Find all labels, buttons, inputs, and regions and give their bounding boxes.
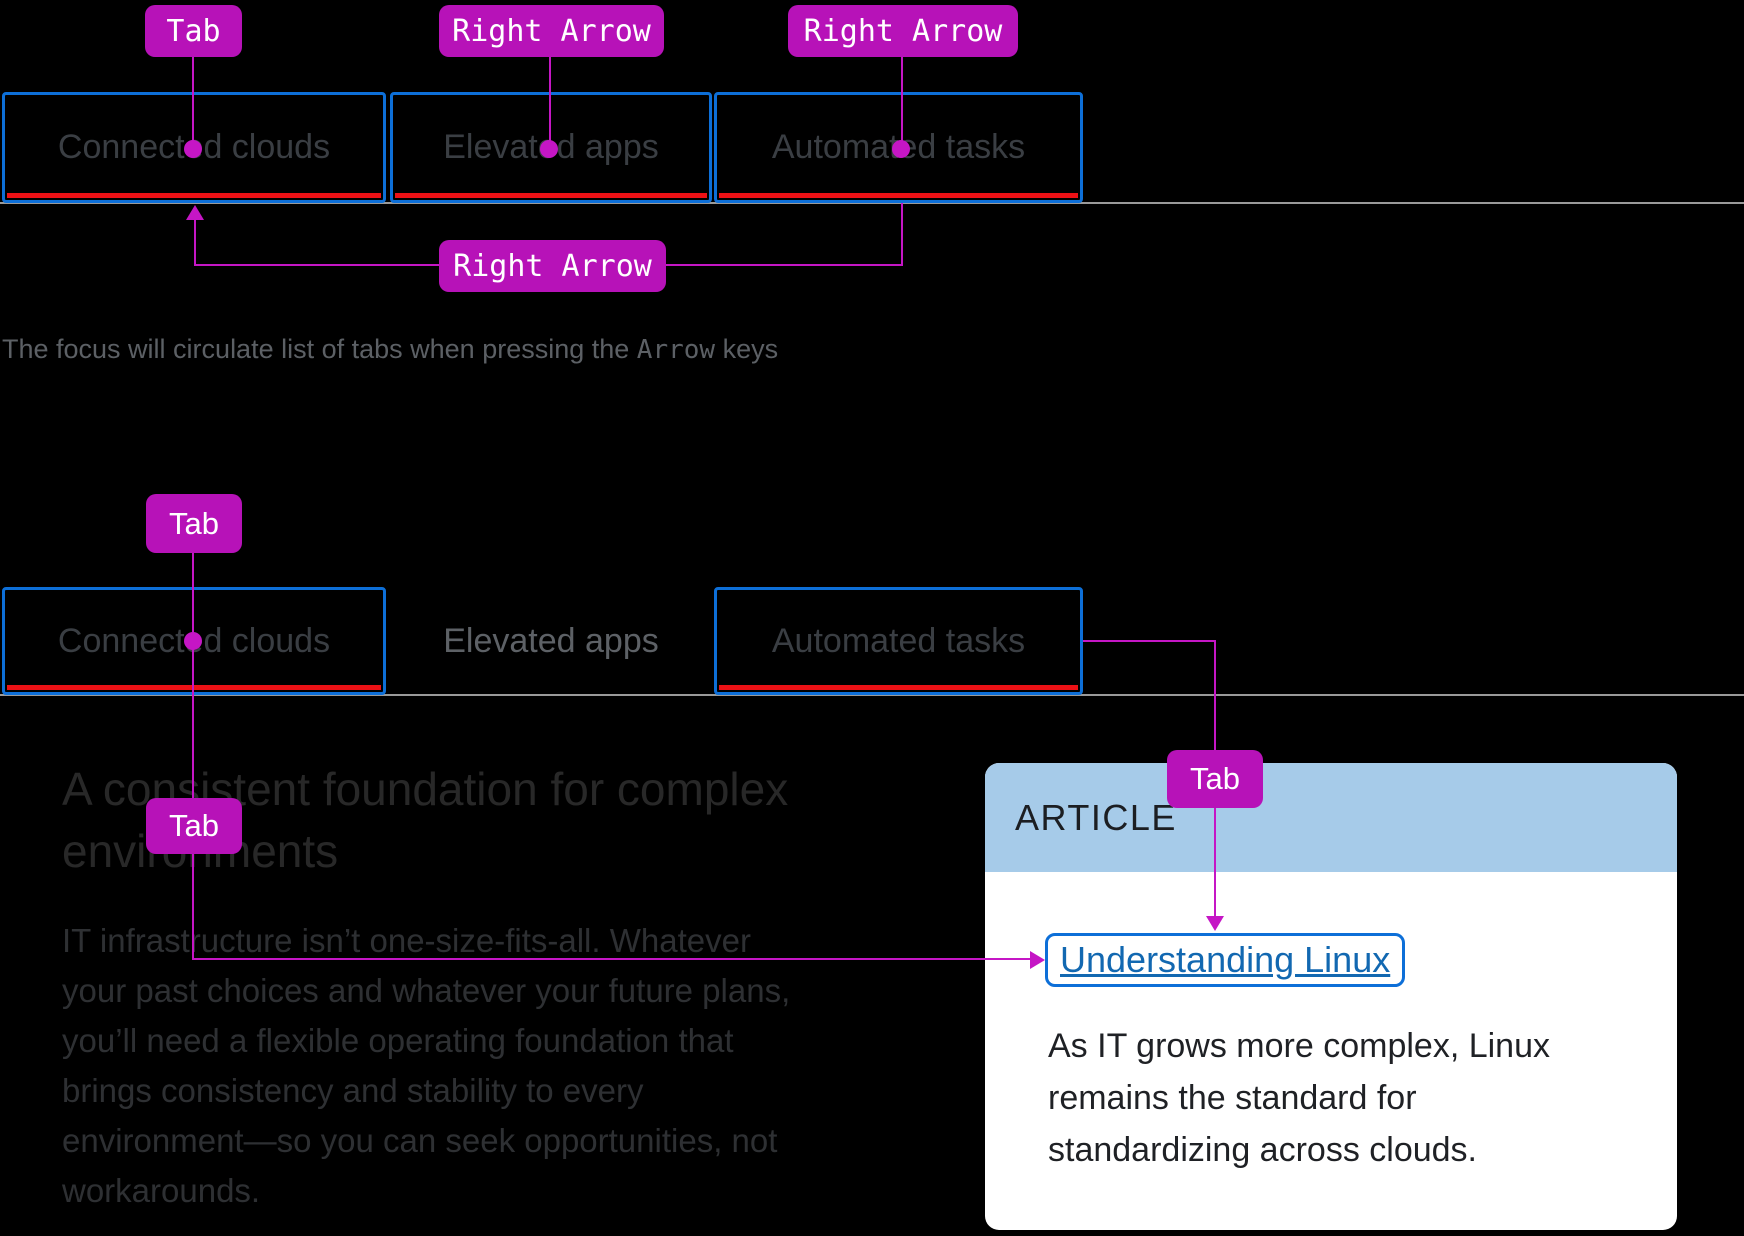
key-label-right-arrow: Right Arrow [788,5,1018,57]
page-paragraph: IT infrastructure isn’t one-size-fits-al… [62,916,790,1216]
article-body-line: remains the standard for [1048,1079,1417,1117]
caption-text: keys [715,334,779,364]
arrowhead-down-icon [1206,916,1224,931]
tab-active-underline [7,685,381,690]
key-label-right-arrow: Right Arrow [439,240,666,292]
focus-point-dot [184,140,202,158]
arrowhead-right-icon [1030,951,1045,969]
connector-line [194,214,196,266]
connector-line [901,203,903,266]
caption-text: The focus will circulate list of tabs wh… [2,334,637,364]
arrowhead-up-icon [186,205,204,220]
tab-automated-tasks[interactable]: Automated tasks [714,587,1083,695]
connector-line [549,57,551,149]
tab-active-underline [7,193,381,198]
key-label-tab: Tab [1167,750,1263,808]
key-label-tab: Tab [146,494,242,553]
connector-line [192,57,194,149]
paragraph-line: IT infrastructure isn’t one-size-fits-al… [62,922,751,959]
connector-line [1214,806,1216,918]
article-link-focus-ring[interactable]: Understanding Linux [1045,933,1406,987]
focus-point-dot [540,140,558,158]
tab-connected-clouds[interactable]: Connected clouds [2,587,386,695]
connector-line [1083,640,1216,642]
key-label-tab: Tab [146,798,242,854]
key-label-tab: Tab [145,5,242,57]
paragraph-line: you’ll need a flexible operating foundat… [62,1022,734,1059]
connector-line [192,958,1031,960]
paragraph-line: workarounds. [62,1172,261,1209]
article-link[interactable]: Understanding Linux [1060,939,1391,980]
caption-key-word: Arrow [636,335,716,365]
article-body: As IT grows more complex, Linux remains … [1048,1020,1550,1176]
key-label-right-arrow: Right Arrow [439,5,664,57]
focus-point-dot [184,632,202,650]
tabbar-divider [0,202,1744,204]
article-card: ARTICLE [985,763,1677,1230]
tab-label: Elevated apps [443,621,659,660]
connector-line [901,57,903,149]
article-eyebrow: ARTICLE [1015,796,1177,838]
article-body-line: standardizing across clouds. [1048,1131,1478,1169]
article-body-line: As IT grows more complex, Linux [1048,1027,1550,1065]
tab-active-underline [719,685,1078,690]
diagram-caption: The focus will circulate list of tabs wh… [2,334,778,365]
paragraph-line: environment—so you can seek opportunitie… [62,1122,778,1159]
tab-label: Automated tasks [771,621,1026,660]
tab-elevated-apps[interactable]: Elevated apps [390,587,712,695]
tab-active-underline [395,193,707,198]
connector-line [192,553,194,641]
paragraph-line: brings consistency and stability to ever… [62,1072,644,1109]
connector-line [1214,640,1216,752]
paragraph-line: your past choices and whatever your futu… [62,972,791,1009]
tabbar-divider [0,694,1744,696]
tab-active-underline [719,193,1078,198]
article-card-header: ARTICLE [985,763,1677,872]
focus-point-dot [892,140,910,158]
